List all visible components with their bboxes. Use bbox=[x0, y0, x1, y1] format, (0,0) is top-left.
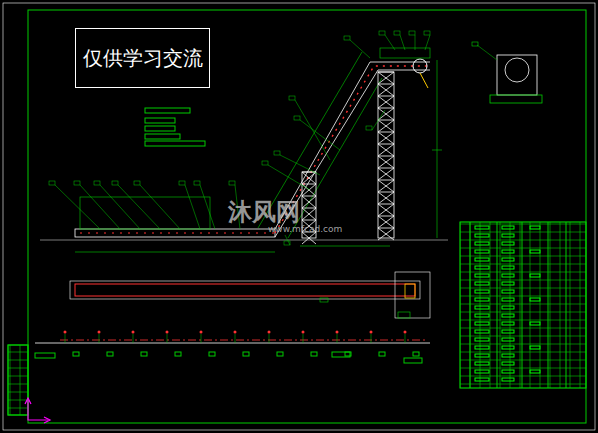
sheet-border bbox=[3, 3, 595, 430]
left-title-strip bbox=[8, 345, 28, 415]
watermark: 沐风网 bbox=[228, 196, 300, 228]
note-box: 仅供学习交流 bbox=[75, 28, 210, 88]
frame-view bbox=[35, 331, 430, 364]
drawing-frame bbox=[28, 10, 586, 423]
watermark-url: www.mfcad.com bbox=[268, 224, 342, 234]
leader-lines bbox=[49, 31, 430, 245]
end-view bbox=[472, 42, 542, 103]
parts-table bbox=[460, 222, 586, 388]
truss-towers bbox=[302, 72, 394, 244]
ground-line bbox=[40, 240, 448, 241]
dimension-lines bbox=[75, 60, 442, 252]
table-columns bbox=[470, 222, 566, 388]
note-bars bbox=[145, 108, 205, 146]
plan-view bbox=[70, 272, 430, 318]
note-text: 仅供学习交流 bbox=[83, 45, 203, 72]
ucs-icon bbox=[25, 398, 50, 423]
